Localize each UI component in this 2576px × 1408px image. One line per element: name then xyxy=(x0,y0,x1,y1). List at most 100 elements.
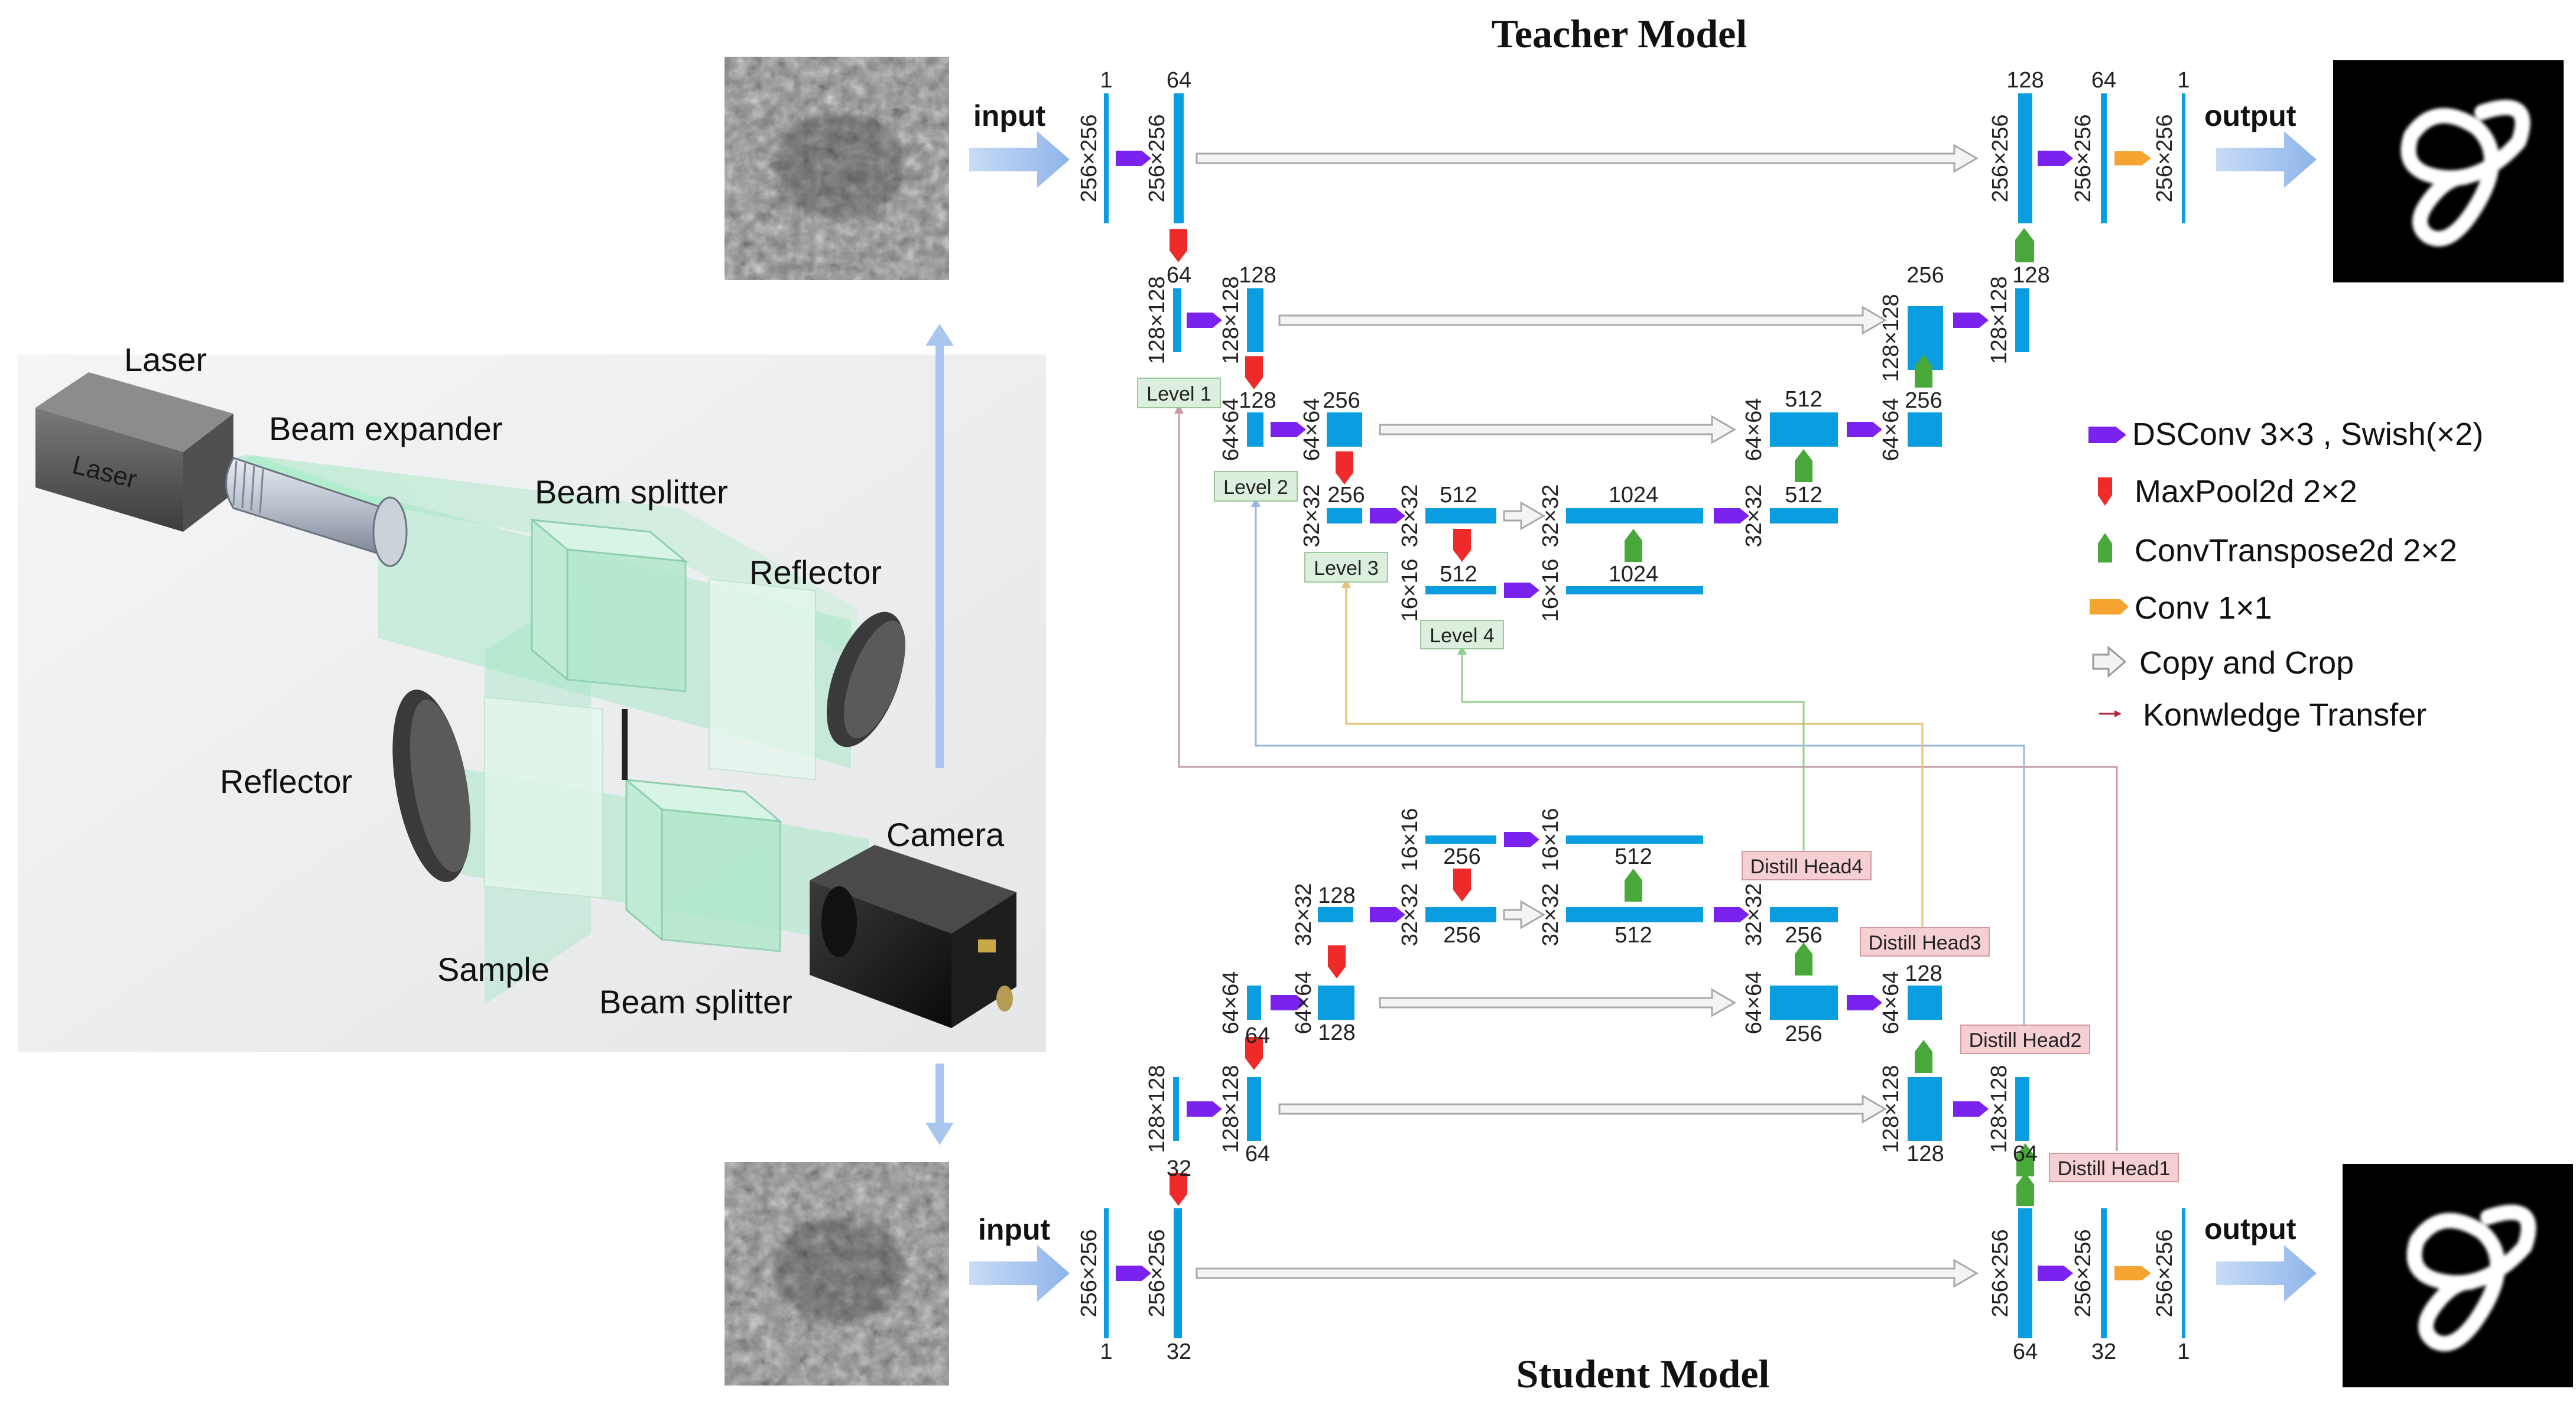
distill-head-3-box: Distill Head3 xyxy=(1860,927,1990,957)
feature-label: 128 xyxy=(1318,883,1355,908)
feature-map-l1-up xyxy=(2018,93,2032,223)
feature-map-l4-a xyxy=(1327,508,1362,523)
dsconv-arrow xyxy=(1187,1101,1222,1117)
feature-label: 256×256 xyxy=(1988,1230,2013,1318)
laser-label: Laser xyxy=(124,341,207,378)
feature-label: 256 xyxy=(1785,1022,1822,1046)
beam-splitter-bottom-cube xyxy=(623,778,783,952)
feature-label: 1 xyxy=(2177,68,2190,93)
convtranspose-arrow-icon xyxy=(2098,533,2112,562)
feature-map-l3-b xyxy=(1327,412,1362,447)
convtranspose-arrow xyxy=(1915,355,1932,388)
feature-map-l2-up xyxy=(1908,1077,1942,1141)
feature-map-l2-b xyxy=(1247,1077,1261,1141)
transfer-line-level3 xyxy=(1345,582,1924,942)
feature-map-l3-b xyxy=(1318,986,1354,1020)
feature-label: 128×128 xyxy=(1879,1065,1903,1153)
feature-label: 128 xyxy=(1318,1020,1355,1045)
feature-label: 256 xyxy=(1327,483,1365,508)
teacher-output-image xyxy=(2333,60,2564,282)
copy-crop-arrow xyxy=(1196,1259,1979,1288)
transfer-line-level4 xyxy=(1461,649,1805,858)
feature-label: 512 xyxy=(1615,923,1652,948)
feature-label: 512 xyxy=(1440,562,1477,587)
reflector-left-device xyxy=(392,690,471,882)
conv1x1-arrow xyxy=(2114,1266,2151,1280)
copy-crop-arrow xyxy=(1503,900,1545,929)
knowledge-transfer-lines xyxy=(1174,404,2118,1151)
feature-map-l4-c xyxy=(1566,907,1703,922)
feature-map-l1-out xyxy=(2182,1208,2185,1338)
feature-map-l4-b xyxy=(1425,907,1496,922)
feature-label: 512 xyxy=(1785,387,1822,412)
feature-map-l1-in xyxy=(1104,93,1109,223)
camera-label: Camera xyxy=(886,816,1005,853)
feature-label: 32×32 xyxy=(1300,484,1324,548)
copy-crop-arrow xyxy=(1379,415,1736,444)
feature-label: 64×64 xyxy=(1879,971,1903,1035)
maxpool-arrow-icon xyxy=(2098,477,2112,506)
distill-head-3-label: Distill Head3 xyxy=(1869,932,1981,954)
maxpool-arrow xyxy=(1453,529,1471,562)
feature-label: 256×256 xyxy=(1988,115,2013,203)
distill-head-1-label: Distill Head1 xyxy=(2058,1157,2171,1180)
dsconv-arrow xyxy=(1116,1266,1151,1281)
maxpool-arrow xyxy=(1170,1173,1187,1206)
dsconv-arrow xyxy=(1370,508,1405,523)
feature-map-l3-c xyxy=(1908,412,1942,447)
dsconv-arrow xyxy=(2038,1266,2073,1281)
feature-map-l3-a xyxy=(1247,986,1261,1020)
student-output-image xyxy=(2343,1164,2573,1387)
convtranspose-arrow xyxy=(2016,1143,2034,1176)
feature-map-l2-a xyxy=(1173,288,1181,352)
copy-crop-arrow xyxy=(1379,988,1736,1017)
copy-crop-arrow xyxy=(1196,144,1979,173)
level-3-box: Level 3 xyxy=(1304,552,1388,583)
feature-label: 256×256 xyxy=(1077,115,1102,203)
camera-device xyxy=(810,845,1016,1028)
dsconv-arrow xyxy=(1847,995,1882,1010)
feature-map-l4-d xyxy=(1770,508,1838,523)
dsconv-arrow xyxy=(1504,832,1539,847)
feature-label: 512 xyxy=(1785,483,1822,508)
copy-crop-arrow-icon xyxy=(2092,645,2127,678)
dsconv-arrow-icon xyxy=(2088,427,2126,443)
feature-label: 128×128 xyxy=(1987,1065,2012,1153)
feature-label: 32 xyxy=(2091,1339,2116,1364)
feature-map-l1-a xyxy=(1174,93,1184,223)
dsconv-arrow xyxy=(1953,313,1989,328)
feature-label: 1024 xyxy=(1609,562,1659,587)
feature-label: 512 xyxy=(1615,844,1652,869)
feature-label: 16×16 xyxy=(1398,559,1422,622)
feature-label: 256×256 xyxy=(2152,115,2177,203)
feature-label: 128 xyxy=(2006,68,2044,93)
feature-label: 32×32 xyxy=(1398,883,1422,947)
feature-map-l2-b xyxy=(1247,288,1263,352)
level-2-box: Level 2 xyxy=(1214,471,1298,502)
teacher-output-arrow xyxy=(2216,131,2317,188)
beam-expander-device xyxy=(225,455,408,567)
dsconv-arrow xyxy=(1953,1101,1989,1117)
legend-item-maxpool: MaxPool2d 2×2 xyxy=(2098,474,2357,509)
feature-label: 16×16 xyxy=(1538,559,1563,622)
legend-item-conv1x1: Conv 1×1 xyxy=(2090,590,2272,626)
feature-map-l4-c xyxy=(1566,508,1703,523)
feature-label: 32×32 xyxy=(1742,484,1766,548)
feature-label: 256 xyxy=(1905,388,1942,413)
feature-label: 16×16 xyxy=(1398,808,1422,872)
legend-item-copy-crop: Copy and Crop xyxy=(2092,645,2354,681)
level-3-label: Level 3 xyxy=(1314,557,1379,580)
dsconv-arrow xyxy=(1714,508,1749,523)
legend-item-knowledge-transfer: Konwledge Transfer xyxy=(2099,697,2426,733)
feature-label: 128×128 xyxy=(1145,1065,1170,1153)
feature-label: 32×32 xyxy=(1398,484,1422,548)
student-input-label: input xyxy=(978,1213,1051,1246)
distill-head-2-label: Distill Head2 xyxy=(1969,1029,2082,1052)
legend-label-maxpool: MaxPool2d 2×2 xyxy=(2135,474,2357,509)
feature-map-l3-a xyxy=(1247,412,1263,447)
sample-label: Sample xyxy=(437,951,550,988)
feature-label: 64 xyxy=(1167,68,1191,93)
feature-map-l2-a xyxy=(1173,1077,1179,1141)
beam-splitter-top-cube xyxy=(529,518,688,692)
transfer-line-level1 xyxy=(1178,408,2118,1151)
